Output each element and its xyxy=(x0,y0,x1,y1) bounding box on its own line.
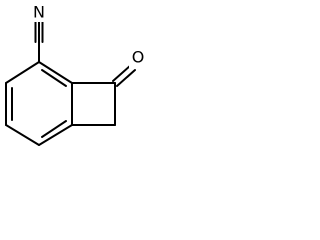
ring-double-bond-inner-top-right xyxy=(41,69,67,87)
carbonyl-group: O xyxy=(112,48,147,87)
ring-bond-top-right xyxy=(38,61,73,84)
carbonyl-double-bond-line-2 xyxy=(116,69,136,87)
ring-double-bond-inner-bottom-right xyxy=(41,120,67,138)
nitrogen-label-background xyxy=(31,3,47,22)
ring-bond-bottom-left xyxy=(5,124,40,146)
ring-bond-bottom-right xyxy=(38,124,73,146)
carbonyl-double-bond-line-1 xyxy=(112,64,132,82)
nitrogen-atom-label: N xyxy=(33,3,45,22)
cyclobutanone-ring xyxy=(71,82,116,126)
oxygen-atom-label: O xyxy=(132,48,145,67)
ring-bond-top-left xyxy=(5,61,40,84)
oxygen-label-background xyxy=(129,48,147,68)
benzene-ring xyxy=(5,61,73,146)
chemical-structure-drawing: N O xyxy=(5,3,147,146)
nitrile-group: N xyxy=(31,3,47,63)
